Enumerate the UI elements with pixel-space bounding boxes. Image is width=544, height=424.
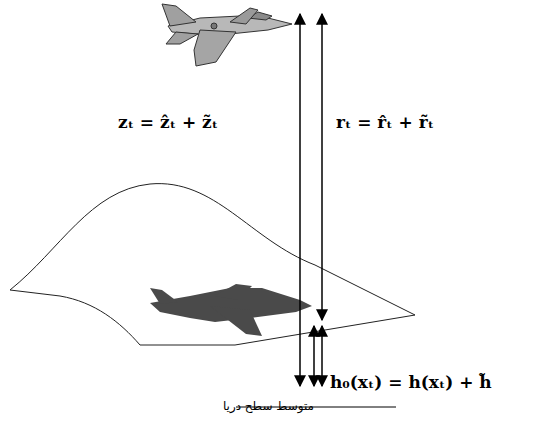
fighter-jet: [162, 4, 292, 66]
terrain-height-arrow: [321, 326, 323, 386]
terrain-surface: [10, 184, 415, 345]
formula-label: h₀(xₜ) = h(xₜ) + h̃: [330, 372, 492, 392]
formula-label: rₜ = r̂ₜ + r̃ₜ: [336, 112, 434, 132]
terrain-height-arrow: [313, 326, 315, 386]
range-arrow: [321, 14, 323, 320]
altitude-arrow: [299, 14, 301, 386]
formula-label: zₜ = ẑₜ + z̃ₜ: [118, 112, 218, 132]
jet-shadow: [150, 284, 312, 336]
sea-level-label: متوسط سطح دریا: [223, 399, 314, 413]
